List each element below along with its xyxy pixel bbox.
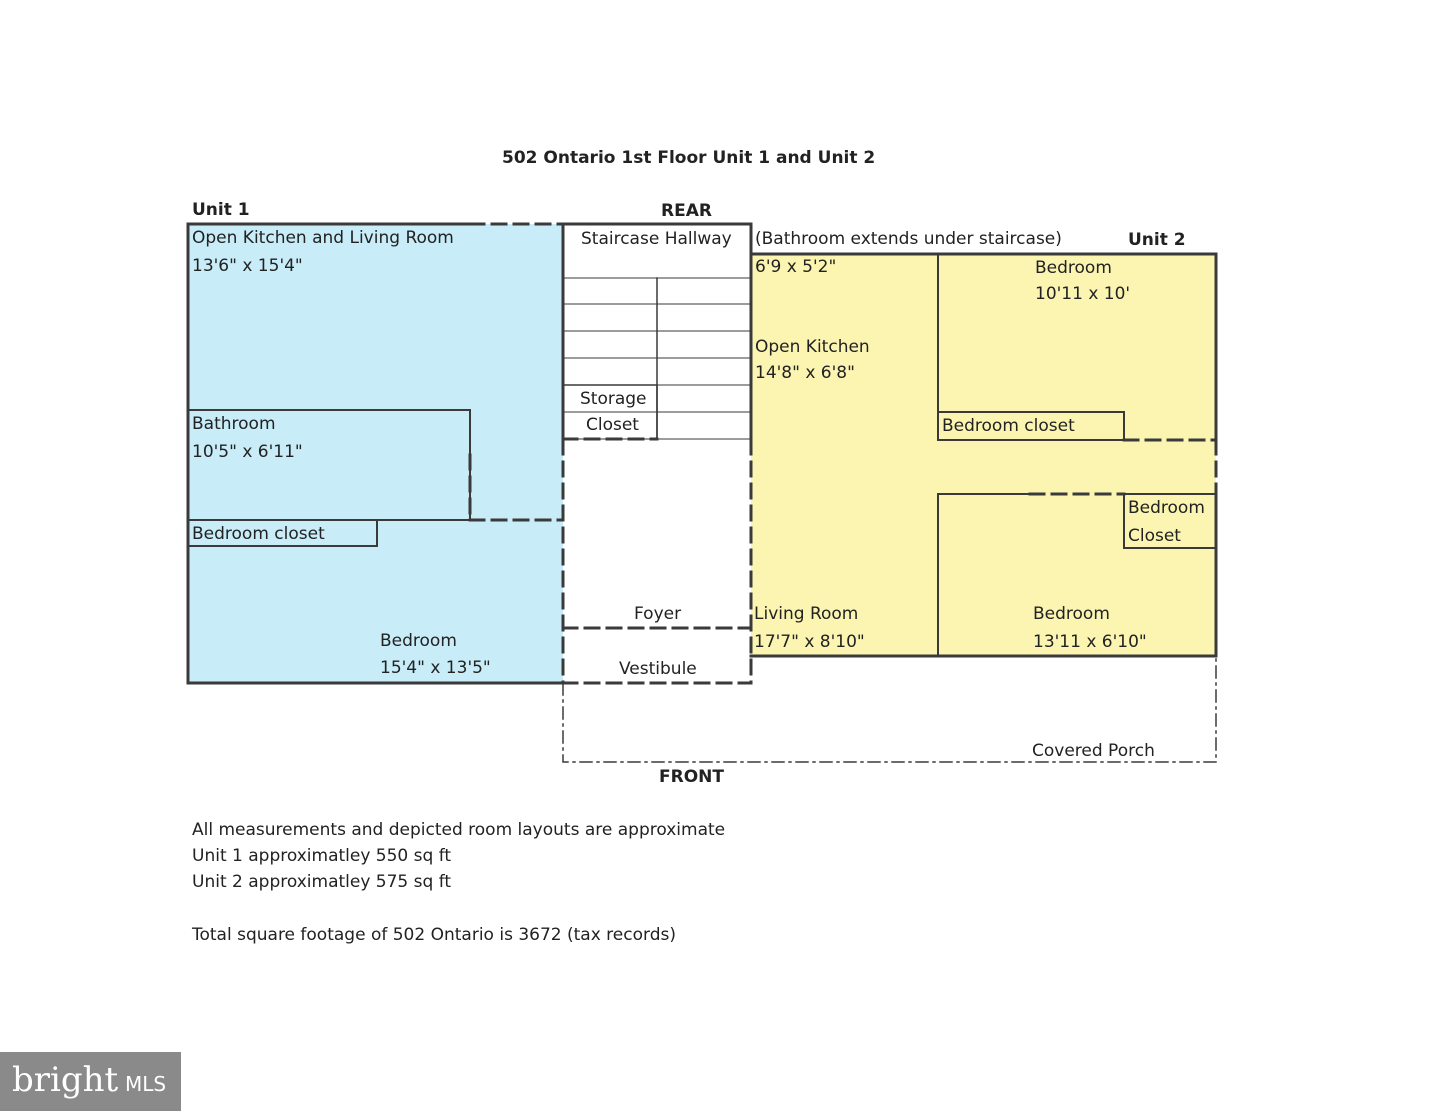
- storage-label-line2: Closet: [586, 415, 639, 435]
- unit1-closet-name: Bedroom closet: [192, 524, 325, 544]
- unit1-label: Unit 1: [192, 200, 250, 220]
- foyer-label: Foyer: [634, 604, 682, 624]
- unit2-closet1-name: Bedroom closet: [942, 416, 1075, 436]
- unit1-kitchen-name: Open Kitchen and Living Room: [192, 228, 454, 248]
- porch-label: Covered Porch: [1032, 741, 1155, 761]
- unit2-wall: [749, 252, 1218, 442]
- unit1-wall: [186, 222, 565, 685]
- unit2-closet2-line2: Closet: [1128, 526, 1181, 546]
- unit2-living-size: 17'7" x 8'10": [754, 632, 865, 652]
- unit2-bedroom2-size: 13'11 x 6'10": [1033, 632, 1147, 652]
- porch-outline: [562, 655, 1217, 763]
- unit2-closet1-wall: [937, 411, 1125, 441]
- note-total-sqft: Total square footage of 502 Ontario is 3…: [192, 925, 676, 945]
- staircase-wall: [561, 222, 753, 442]
- unit1-bathroom-name: Bathroom: [192, 414, 276, 434]
- rear-label: REAR: [661, 201, 712, 221]
- unit2-closet2-line1: Bedroom: [1128, 498, 1205, 518]
- note-unit1-sqft: Unit 1 approximatley 550 sq ft: [192, 846, 452, 866]
- bright-mls-watermark: bright MLS: [0, 1052, 181, 1111]
- unit2-bedroom1-size: 10'11 x 10': [1035, 284, 1131, 304]
- front-label: FRONT: [659, 767, 724, 787]
- watermark-word: bright: [12, 1060, 119, 1100]
- unit1-bedroom-name: Bedroom: [380, 631, 457, 651]
- unit2-bedroom2-name: Bedroom: [1033, 604, 1110, 624]
- storage-label-line1: Storage: [580, 389, 647, 409]
- unit1-closet-wall: [187, 519, 378, 547]
- unit2-bath-note: (Bathroom extends under staircase): [755, 229, 1062, 249]
- unit2-closet2-wall: [1123, 493, 1217, 549]
- unit2-area: [751, 254, 1216, 656]
- plan-title: 502 Ontario 1st Floor Unit 1 and Unit 2: [502, 148, 876, 168]
- unit1-area: [188, 224, 563, 683]
- watermark-suffix: MLS: [125, 1072, 167, 1096]
- unit2-living-name: Living Room: [754, 604, 859, 624]
- unit2-bedroom1-name: Bedroom: [1035, 258, 1112, 278]
- vestibule-label: Vestibule: [619, 659, 697, 679]
- storage-closet-wall: [562, 384, 658, 440]
- unit1-bathroom-size: 10'5" x 6'11": [192, 442, 303, 462]
- unit1-kitchen-size: 13'6" x 15'4": [192, 256, 303, 276]
- note-unit2-sqft: Unit 2 approximatley 575 sq ft: [192, 872, 452, 892]
- unit2-bath-size: 6'9 x 5'2": [755, 257, 837, 277]
- unit2-kitchen-name: Open Kitchen: [755, 337, 870, 357]
- note-approximate: All measurements and depicted room layou…: [192, 820, 726, 840]
- unit2-label: Unit 2: [1128, 230, 1186, 250]
- unit1-bedroom-size: 15'4" x 13'5": [380, 658, 491, 678]
- staircase-label: Staircase Hallway: [581, 229, 732, 249]
- unit2-kitchen-size: 14'8" x 6'8": [755, 363, 855, 383]
